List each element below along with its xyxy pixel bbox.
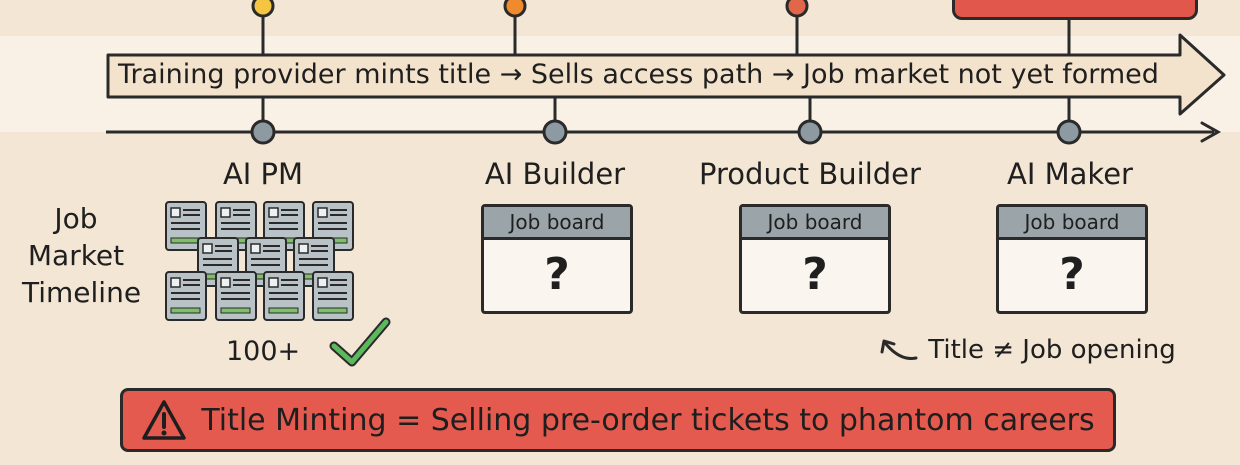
node-top-red: [785, 0, 809, 18]
node-ai-maker: [1056, 119, 1082, 145]
job-board-unknown: ?: [1059, 249, 1085, 300]
job-board-label: Job board: [999, 207, 1145, 240]
node-ai-pm: [250, 119, 276, 145]
resume-count: 100+: [226, 336, 301, 367]
side-label-line-2: Market: [27, 239, 125, 272]
warning-triangle-icon: [142, 400, 187, 440]
node-ai-builder: [542, 119, 568, 145]
job-board-unknown: ?: [544, 249, 570, 300]
check-icon: [329, 317, 391, 367]
side-label-line-3: Timeline: [22, 276, 142, 309]
warning-banner: Title Minting = Selling pre-order ticket…: [120, 388, 1116, 452]
annotation-note: Title ≠ Job opening: [876, 330, 1176, 370]
column-title-product-builder: Product Builder: [699, 157, 921, 191]
annotation-text: Title ≠ Job opening: [928, 335, 1176, 365]
node-product-builder: [797, 119, 823, 145]
job-board-unknown: ?: [802, 249, 828, 300]
banner-text: Training provider mints title → Sells ac…: [118, 59, 1159, 90]
top-badge: [952, 0, 1198, 20]
banner-arrow: [106, 33, 1226, 116]
warning-text: Title Minting = Selling pre-order ticket…: [201, 402, 1095, 438]
column-title-ai-builder: AI Builder: [484, 157, 626, 191]
side-label: Job Market Timeline: [22, 200, 142, 311]
job-board-label: Job board: [484, 207, 630, 240]
curved-arrow-icon: [880, 339, 918, 360]
job-board-ai-maker: Job board ?: [996, 204, 1148, 314]
timeline-arrowhead: [1200, 121, 1222, 143]
side-label-line-1: Job: [54, 202, 98, 235]
resume-cards-icon: [165, 201, 354, 321]
column-title-ai-maker: AI Maker: [1007, 157, 1133, 191]
node-top-yellow: [251, 0, 275, 18]
job-board-ai-builder: Job board ?: [481, 204, 633, 314]
column-title-ai-pm: AI PM: [222, 157, 304, 191]
job-board-label: Job board: [742, 207, 888, 240]
node-top-orange: [503, 0, 527, 18]
job-board-product-builder: Job board ?: [739, 204, 891, 314]
